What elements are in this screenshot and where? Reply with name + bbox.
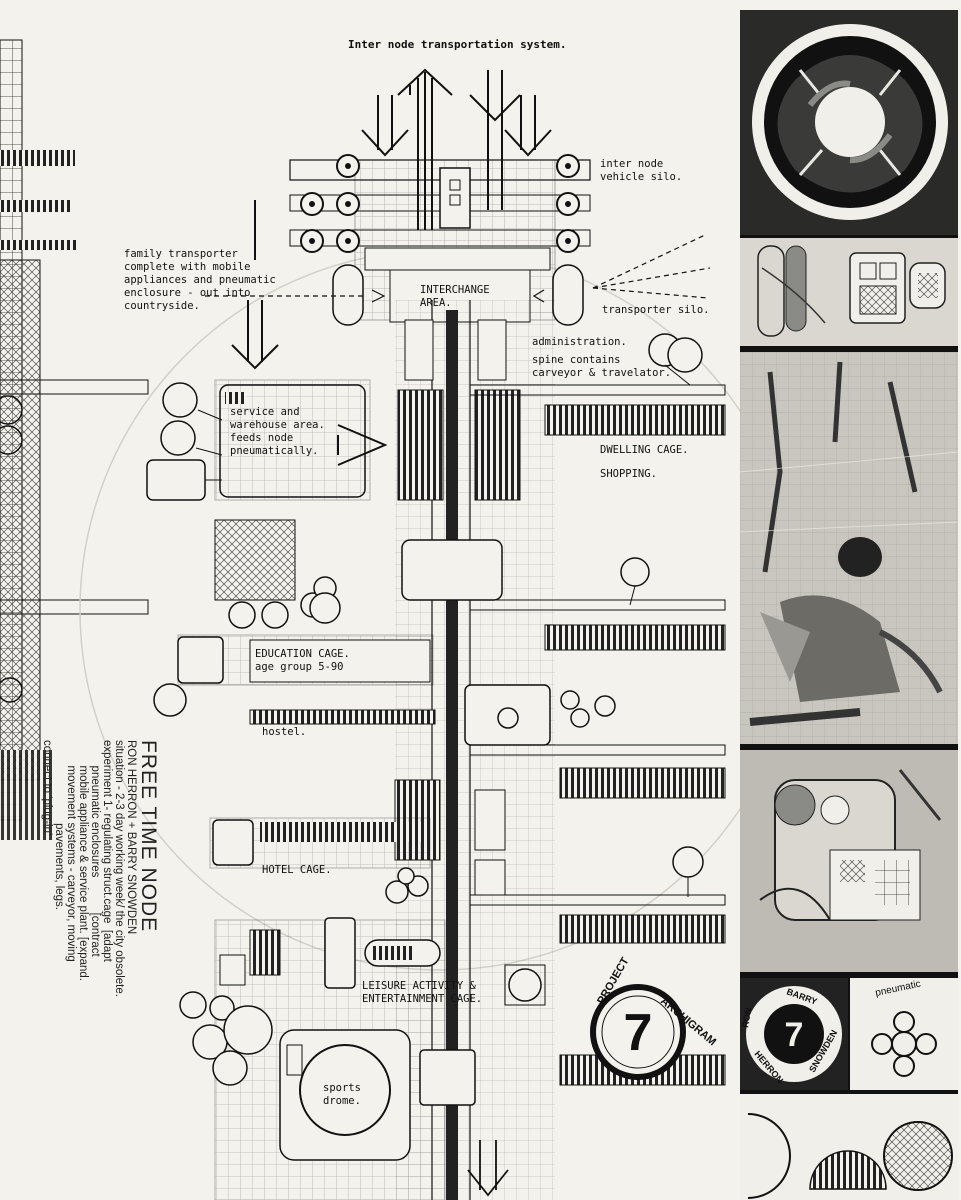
label-interchange-area: INTERCHANGE AREA.: [420, 284, 490, 309]
stamp-number: 7: [624, 1004, 653, 1062]
label-dwelling-cage: DWELLING CAGE.: [600, 444, 689, 456]
label-spine: spine contains carveyor & travelator.: [532, 354, 672, 379]
caption-line-5: movement systems - carveyor, moving: [65, 740, 77, 962]
label-family-transporter: family transporter complete with mobile …: [124, 248, 276, 312]
pneumatic-torus-photo: [740, 10, 958, 235]
caption-line-6: pavements, legs.: [53, 740, 65, 911]
caption-line-7: connect to 'plug-in': [41, 740, 53, 836]
education-cage: [153, 576, 436, 725]
label-leisure-cage: LEISURE ACTIVITY & ENTERTAINMENT CAGE.: [362, 980, 483, 1005]
project-caption: FREE TIME NODE RON HERRON + BARRY SNOWDE…: [41, 740, 160, 1180]
label-administration: administration.: [532, 336, 627, 348]
dwelling-cage-arms: [469, 333, 726, 1086]
mobile-appliance-drawing: [740, 750, 958, 972]
label-hotel-cage: HOTEL CAGE.: [262, 864, 332, 876]
caption-title: FREE TIME NODE: [137, 740, 160, 933]
label-shopping: SHOPPING.: [600, 468, 657, 480]
page-title: Inter node transportation system.: [348, 38, 567, 51]
figures-photo: [740, 352, 958, 744]
pneumatic-diagram: pneumatic: [850, 978, 958, 1090]
badge-ron: RON: [740, 1007, 753, 1028]
left-tower-structure: [0, 39, 149, 840]
label-transporter-silo: transporter silo.: [602, 304, 710, 316]
label-inter-node-vehicle-silo: inter node vehicle silo.: [600, 158, 683, 183]
hotel-cage: [209, 817, 431, 904]
label-hostel: hostel.: [262, 726, 307, 738]
caption-authors: RON HERRON + BARRY SNOWDEN: [125, 740, 137, 935]
leisure-cage: [179, 917, 476, 1200]
badge-number: 7: [785, 1016, 804, 1054]
authors-badge: 7 RON HERRON BARRY SNOWDEN: [740, 978, 848, 1090]
service-warehouse-area: [146, 379, 371, 601]
label-service-area: service and warehouse area. feeds node p…: [230, 406, 325, 457]
node-plan-drawing: 7 ARCHIGRAM PROJECT: [0, 39, 740, 1200]
appliance-sketch: [740, 238, 958, 346]
interchange-structure: [289, 154, 591, 326]
label-education-cage: EDUCATION CAGE. age group 5-90: [255, 648, 350, 673]
domes-section-sketch: [740, 1094, 958, 1200]
caption-line-2: experiment 1- regulating struct.cage [ad…: [101, 740, 113, 962]
label-sports-drome: sports drome.: [323, 1082, 361, 1107]
caption-line-4: mobile appliance & service plant. [expan…: [77, 740, 89, 981]
caption-line-1: situation - 2-3 day working week/ the ci…: [113, 740, 125, 997]
photo-strip: 7 RON HERRON BARRY SNOWDEN pneumatic: [740, 10, 958, 1200]
caption-line-3: pneumatic enclosures [contract: [89, 740, 101, 957]
